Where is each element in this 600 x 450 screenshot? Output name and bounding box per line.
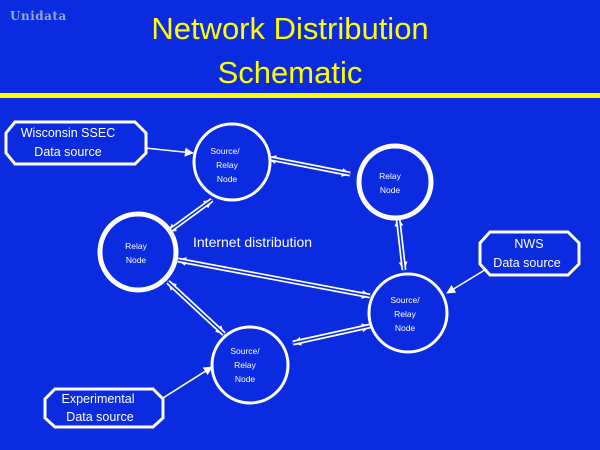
link-left-right bbox=[177, 257, 371, 299]
svg-text:Relay: Relay bbox=[394, 309, 416, 319]
node-left: Relay Node bbox=[97, 211, 179, 293]
wisconsin-to-top-arrow bbox=[144, 147, 194, 157]
svg-text:Node: Node bbox=[126, 255, 147, 265]
source-nws: NWS Data source bbox=[478, 230, 581, 277]
svg-text:Relay: Relay bbox=[125, 241, 147, 251]
svg-text:Source/: Source/ bbox=[210, 146, 240, 156]
link-upper-right-right bbox=[394, 217, 408, 271]
unidata-logo: Unidata bbox=[10, 9, 67, 23]
node-bottom: Source/ Relay Node bbox=[210, 325, 290, 405]
experimental-to-bottom-arrow bbox=[162, 366, 213, 399]
svg-text:Wisconsin SSEC: Wisconsin SSEC bbox=[21, 126, 115, 140]
title-line-2: Schematic bbox=[217, 55, 363, 90]
svg-text:Source/: Source/ bbox=[390, 295, 420, 305]
svg-text:NWS: NWS bbox=[514, 237, 543, 251]
svg-text:Node: Node bbox=[380, 185, 401, 195]
svg-text:Relay: Relay bbox=[379, 171, 401, 181]
link-left-bottom bbox=[166, 280, 226, 336]
svg-text:Node: Node bbox=[235, 374, 256, 384]
node-right: Source/ Relay Node bbox=[367, 272, 449, 354]
link-bottom-right bbox=[292, 323, 371, 346]
node-top: Source/ Relay Node bbox=[192, 122, 272, 202]
svg-text:Node: Node bbox=[217, 174, 238, 184]
title-rule bbox=[0, 93, 600, 98]
link-top-left bbox=[166, 197, 214, 235]
source-experimental: Experimental Data source bbox=[43, 387, 165, 429]
title-line-1: Network Distribution bbox=[151, 11, 429, 46]
svg-text:Relay: Relay bbox=[234, 360, 256, 370]
link-top-upper-right bbox=[267, 155, 351, 177]
svg-text:Data source: Data source bbox=[493, 256, 560, 270]
nws-to-right-arrow bbox=[446, 267, 489, 294]
svg-text:Source/: Source/ bbox=[230, 346, 260, 356]
internet-distribution-label: Internet distribution bbox=[193, 234, 312, 250]
svg-text:Relay: Relay bbox=[216, 160, 238, 170]
svg-text:Data source: Data source bbox=[66, 410, 133, 424]
svg-text:Node: Node bbox=[395, 323, 416, 333]
svg-text:Experimental: Experimental bbox=[62, 392, 135, 406]
node-upper-right: Relay Node bbox=[356, 143, 434, 221]
source-wisconsin-ssec: Wisconsin SSEC Data source bbox=[4, 120, 148, 166]
svg-text:Data source: Data source bbox=[34, 145, 101, 159]
